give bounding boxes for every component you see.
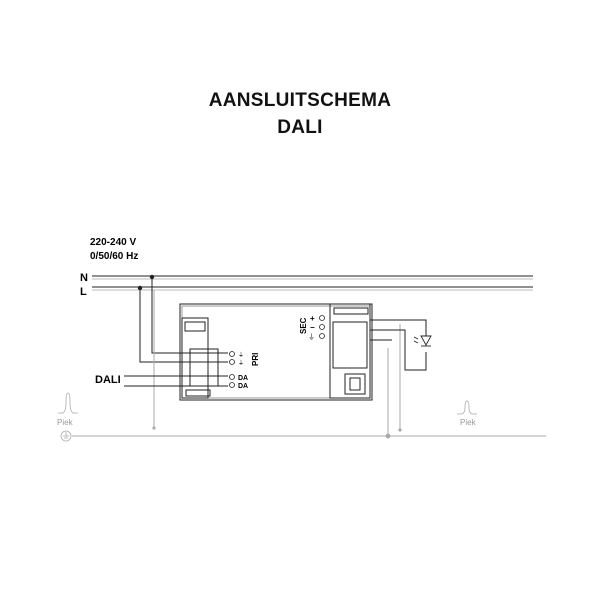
pri-terminal-1-symbol: ⏚ [238, 352, 244, 359]
ground-junction-right [398, 428, 402, 432]
led-output-wires [370, 319, 427, 371]
secondary-side-label: SEC [299, 317, 308, 334]
neutral-label: N [80, 272, 88, 284]
secondary-terminals [319, 315, 325, 339]
sec-plus-symbol: + [310, 314, 315, 323]
diagram-subtitle: DALI [277, 117, 323, 138]
surge-label-right: Piek [460, 418, 477, 427]
primary-wires [139, 277, 228, 363]
diagram-title: AANSLUITSCHEMA [208, 90, 392, 111]
primary-side-label: PRI [251, 353, 260, 366]
ground-junction-left [152, 426, 156, 430]
live-label: L [80, 286, 87, 298]
surge-icon-left [58, 392, 78, 414]
earth-icon [60, 430, 72, 442]
surge-label-left: Piek [57, 418, 74, 427]
dali-bus-wires [124, 375, 228, 387]
driver-unit [179, 303, 373, 401]
live-line [92, 286, 533, 291]
primary-terminals [229, 351, 235, 388]
dali-bus-label: DALI [95, 374, 121, 386]
supply-frequency-label: 0/50/60 Hz [90, 251, 138, 262]
da-terminal-1-label: DA [238, 375, 248, 382]
supply-voltage-label: 220-240 V [90, 237, 136, 248]
surge-icon-right [457, 400, 477, 415]
ground-junction-center [385, 433, 391, 439]
sec-minus-symbol: − [310, 323, 315, 332]
ground-drops [153, 290, 401, 436]
led-icon [413, 335, 432, 347]
neutral-line [92, 275, 533, 280]
da-terminal-2-label: DA [238, 383, 248, 390]
sec-earth-symbol: ⏚ [308, 333, 315, 341]
pri-terminal-2-symbol: ⏚ [238, 360, 244, 367]
